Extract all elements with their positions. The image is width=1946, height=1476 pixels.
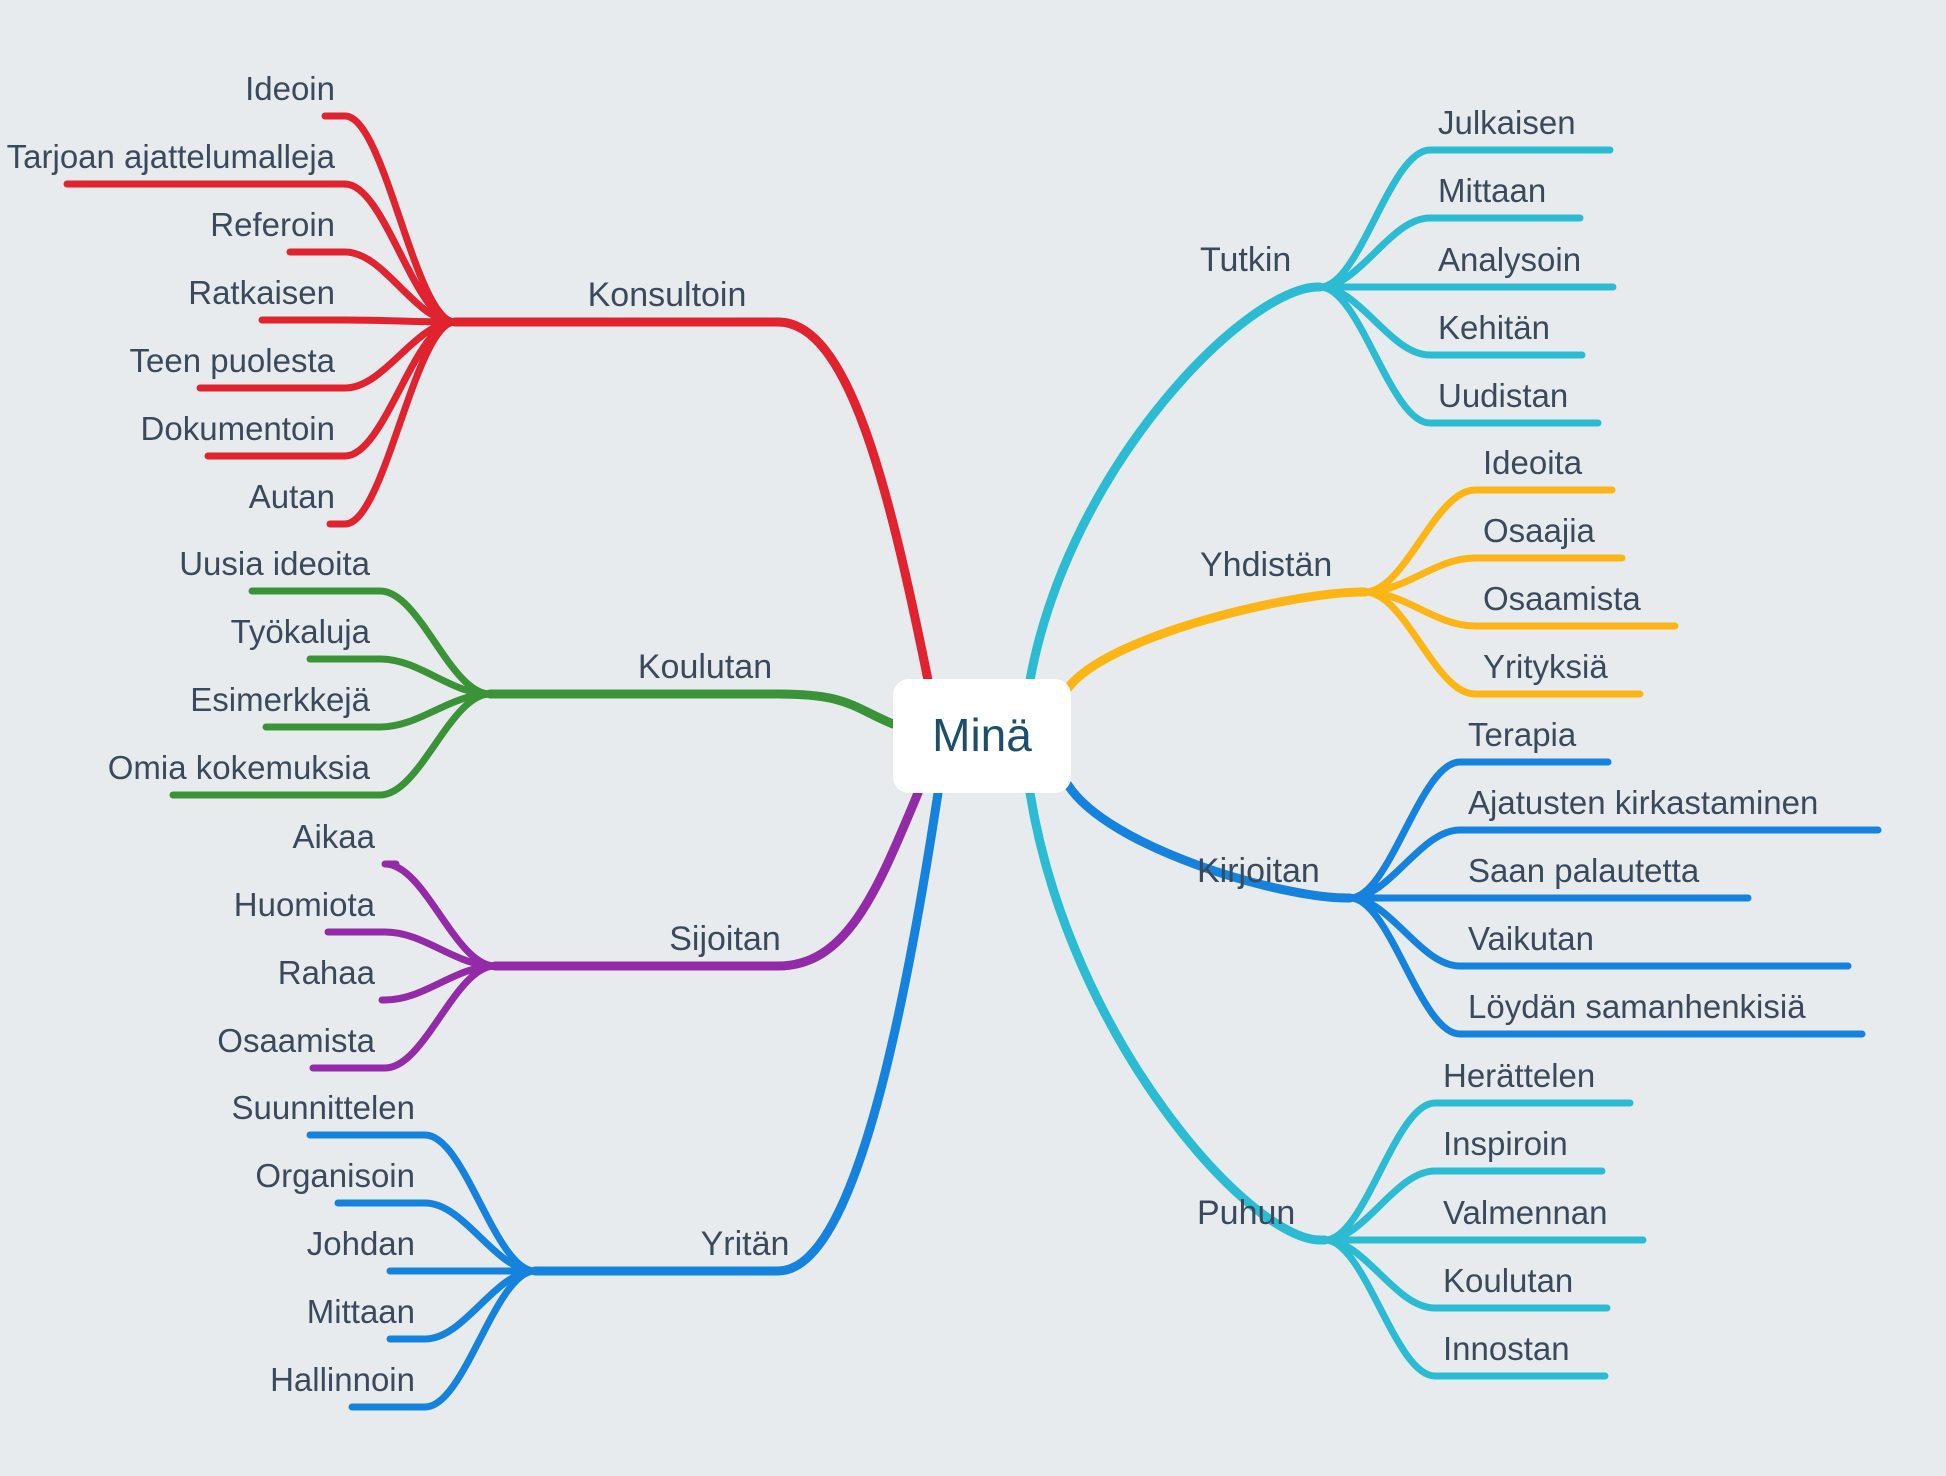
branch-label-konsultoin[interactable]: Konsultoin — [588, 276, 747, 314]
branch-label-kirjoitan[interactable]: Kirjoitan — [1197, 852, 1320, 890]
leaf-label-yritan-0[interactable]: Suunnittelen — [232, 1089, 415, 1126]
leaf-label-koulutan-left-0[interactable]: Uusia ideoita — [179, 545, 370, 582]
leaf-label-puhun-2[interactable]: Valmennan — [1443, 1194, 1608, 1231]
leaf-label-tutkin-2[interactable]: Analysoin — [1438, 241, 1581, 278]
branch-label-yritan[interactable]: Yritän — [701, 1225, 790, 1263]
leaf-label-tutkin-4[interactable]: Uudistan — [1438, 377, 1568, 414]
branch-label-sijoitan[interactable]: Sijoitan — [669, 920, 781, 958]
leaf-label-yhdistan-2[interactable]: Osaamista — [1483, 580, 1641, 617]
branch-label-tutkin[interactable]: Tutkin — [1200, 241, 1291, 279]
leaf-connector-kirjoitan-3 — [1346, 894, 1852, 970]
leaf-connector-konsultoin-6 — [326, 318, 459, 528]
leaf-label-tutkin-3[interactable]: Kehitän — [1438, 309, 1550, 346]
leaf-label-sijoitan-3[interactable]: Osaamista — [217, 1022, 375, 1059]
leaf-connector-puhun-4 — [1321, 1236, 1609, 1380]
leaf-connector-kirjoitan-4 — [1346, 894, 1866, 1038]
branch-connector-yhdistan — [1063, 587, 1370, 693]
leaf-connector-yritan-4 — [348, 1267, 539, 1411]
leaf-label-tutkin-1[interactable]: Mittaan — [1438, 172, 1546, 209]
branch-connector-puhun — [1025, 788, 1330, 1245]
leaf-label-konsultoin-2[interactable]: Referoin — [210, 206, 335, 243]
center-node[interactable]: Minä — [893, 679, 1071, 793]
leaf-label-yhdistan-0[interactable]: Ideoita — [1483, 444, 1583, 481]
leaf-connector-sijoitan-3 — [309, 962, 499, 1072]
leaf-label-tutkin-0[interactable]: Julkaisen — [1438, 104, 1576, 141]
leaf-label-yritan-4[interactable]: Hallinnoin — [270, 1361, 415, 1398]
leaf-label-yhdistan-3[interactable]: Yrityksiä — [1483, 648, 1608, 685]
leaf-label-puhun-0[interactable]: Herättelen — [1443, 1057, 1595, 1094]
branch-connector-koulutan-left — [485, 689, 898, 729]
leaf-label-sijoitan-0[interactable]: Aikaa — [292, 818, 375, 855]
leaf-connector-koulutan-left-3 — [169, 690, 494, 799]
center-node-box[interactable] — [893, 679, 1071, 793]
branch-connector-sijoitan — [490, 788, 923, 971]
branch-label-koulutan-left[interactable]: Koulutan — [638, 648, 772, 686]
leaf-label-yhdistan-1[interactable]: Osaajia — [1483, 512, 1596, 549]
leaf-label-kirjoitan-2[interactable]: Saan palautetta — [1468, 852, 1700, 889]
leaf-label-yritan-1[interactable]: Organisoin — [255, 1157, 415, 1194]
center-node-label: Minä — [932, 709, 1032, 761]
leaf-label-konsultoin-3[interactable]: Ratkaisen — [188, 274, 335, 311]
leaf-label-yritan-3[interactable]: Mittaan — [307, 1293, 415, 1330]
leaf-connector-konsultoin-3 — [258, 316, 459, 326]
leaf-label-kirjoitan-3[interactable]: Vaikutan — [1468, 920, 1594, 957]
connector-layer — [63, 112, 1882, 1411]
leaf-label-konsultoin-6[interactable]: Autan — [249, 478, 335, 515]
leaf-label-konsultoin-1[interactable]: Tarjoan ajattelumalleja — [7, 138, 336, 175]
leaf-label-yritan-2[interactable]: Johdan — [307, 1225, 415, 1262]
branch-connector-kirjoitan — [1063, 780, 1355, 903]
branch-connector-konsultoin — [450, 317, 933, 685]
leaf-label-konsultoin-0[interactable]: Ideoin — [245, 70, 335, 107]
leaf-label-koulutan-left-2[interactable]: Esimerkkejä — [190, 681, 370, 718]
leaf-label-kirjoitan-1[interactable]: Ajatusten kirkastaminen — [1468, 784, 1818, 821]
branch-connector-tutkin — [1025, 282, 1325, 685]
branch-label-puhun[interactable]: Puhun — [1197, 1194, 1295, 1232]
leaf-label-kirjoitan-0[interactable]: Terapia — [1468, 716, 1577, 753]
branch-label-yhdistan[interactable]: Yhdistän — [1200, 546, 1332, 584]
leaf-label-puhun-1[interactable]: Inspiroin — [1443, 1125, 1568, 1162]
branch-connector-yritan — [530, 788, 943, 1276]
leaf-label-konsultoin-5[interactable]: Dokumentoin — [141, 410, 335, 447]
leaf-label-koulutan-left-1[interactable]: Työkaluja — [231, 613, 371, 650]
leaf-label-puhun-3[interactable]: Koulutan — [1443, 1262, 1573, 1299]
leaf-connector-yhdistan-3 — [1361, 588, 1644, 698]
leaf-label-konsultoin-4[interactable]: Teen puolesta — [130, 342, 336, 379]
leaf-connector-tutkin-4 — [1316, 283, 1602, 427]
leaf-label-sijoitan-2[interactable]: Rahaa — [278, 954, 376, 991]
leaf-label-koulutan-left-3[interactable]: Omia kokemuksia — [108, 749, 371, 786]
leaf-label-sijoitan-1[interactable]: Huomiota — [234, 886, 376, 923]
leaf-label-kirjoitan-4[interactable]: Löydän samanhenkisiä — [1468, 988, 1806, 1025]
leaf-connector-konsultoin-0 — [321, 112, 459, 326]
leaf-label-puhun-4[interactable]: Innostan — [1443, 1330, 1570, 1367]
